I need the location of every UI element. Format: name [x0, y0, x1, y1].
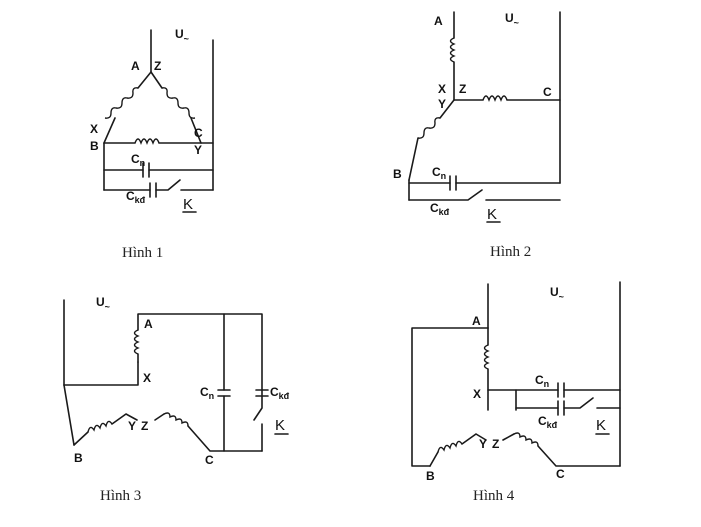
supply-label: U~ [96, 295, 110, 312]
coil-ax [104, 87, 139, 119]
coil-zc [163, 412, 189, 427]
start-capacitor-label: Ckđ [430, 201, 450, 217]
terminal-y: Y [128, 419, 136, 433]
terminal-a: A [131, 59, 140, 73]
run-capacitor-label: Cn [131, 152, 145, 168]
terminal-c: C [543, 85, 552, 99]
coil-zc [161, 87, 196, 119]
terminal-x: X [438, 82, 446, 96]
figure-3: U~ A X Y Z B C Cn Ckđ K Hình 3 [63, 295, 290, 504]
supply-label: U~ [175, 27, 189, 44]
coil-ax [483, 344, 490, 370]
coil-yb [417, 117, 441, 139]
terminal-c: C [556, 467, 565, 481]
terminal-c: C [194, 126, 203, 140]
terminal-y: Y [438, 97, 446, 111]
switch-label: K [275, 417, 285, 434]
run-capacitor-label: Cn [432, 165, 446, 181]
coil-ax [449, 37, 456, 63]
terminal-x: X [473, 387, 481, 401]
terminal-z: Z [459, 82, 466, 96]
start-capacitor-label: Ckđ [270, 385, 290, 401]
terminal-b: B [426, 469, 435, 483]
coil-ax [133, 329, 140, 355]
terminal-x: X [90, 122, 98, 136]
terminal-c: C [205, 453, 214, 467]
figure-caption: Hình 4 [473, 488, 515, 504]
coil-bc [134, 138, 160, 145]
terminal-y: Y [194, 143, 202, 157]
supply-label: U~ [505, 11, 519, 28]
switch-label: K [487, 206, 497, 223]
start-capacitor-label: Ckđ [538, 414, 558, 430]
figure-caption: Hình 2 [490, 244, 531, 260]
terminal-b: B [90, 139, 99, 153]
terminal-x: X [143, 371, 151, 385]
terminal-y: Y [479, 437, 487, 451]
figure-2: U~ A X Z Y C B Cn Ckđ K Hình 2 [393, 11, 561, 260]
figure-4: U~ A X Y Z B C Cn Ckđ K Hình 4 [411, 281, 621, 504]
terminal-a: A [434, 14, 443, 28]
coil-by [87, 420, 113, 433]
switch-label: K [596, 417, 606, 434]
terminal-a: A [472, 314, 481, 328]
switch-label: K [183, 196, 193, 213]
supply-label: U~ [550, 285, 564, 302]
run-capacitor-label: Cn [535, 373, 549, 389]
terminal-b: B [74, 451, 83, 465]
figure-1: U~ A Z X B C Y Cn Ckđ K Hình 1 [90, 27, 214, 261]
figure-caption: Hình 1 [122, 245, 163, 261]
terminal-z: Z [141, 419, 148, 433]
coil-zc [513, 432, 539, 447]
start-capacitor-label: Ckđ [126, 189, 146, 205]
coil-zc [482, 95, 508, 102]
terminal-b: B [393, 167, 402, 181]
terminal-z: Z [154, 59, 161, 73]
terminal-a: A [144, 317, 153, 331]
figure-caption: Hình 3 [100, 488, 141, 504]
run-capacitor-label: Cn [200, 385, 214, 401]
coil-by [437, 440, 463, 453]
terminal-z: Z [492, 437, 499, 451]
